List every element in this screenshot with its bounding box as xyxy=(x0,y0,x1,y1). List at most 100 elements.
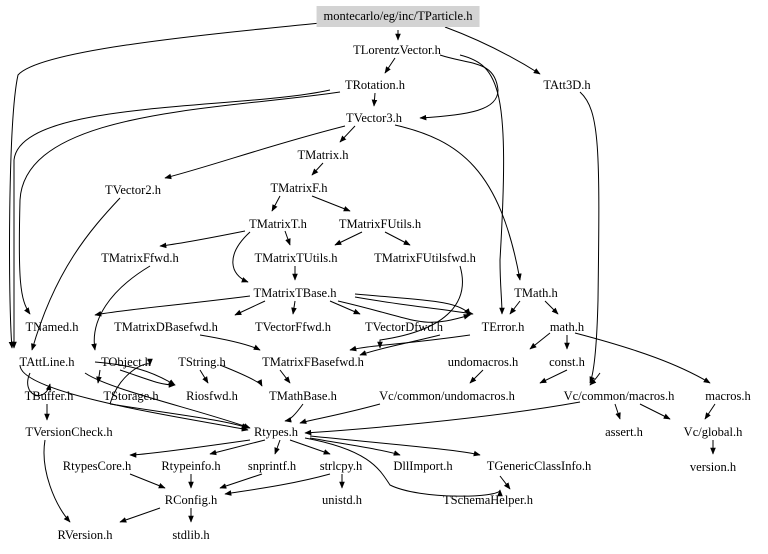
dependency-edge xyxy=(27,372,52,396)
dependency-edge xyxy=(579,91,600,384)
dependency-edge xyxy=(94,361,176,386)
node-tmatrixdbasefwd[interactable]: TMatrixDBasefwd.h xyxy=(114,320,218,334)
node-tvector2[interactable]: TVector2.h xyxy=(105,183,161,197)
node-tvectordfwd[interactable]: TVectorDfwd.h xyxy=(364,320,444,334)
node-rtypes[interactable]: Rtypes.h xyxy=(253,425,299,439)
node-tgenericclassinfo[interactable]: TGenericClassInfo.h xyxy=(486,459,592,473)
dependency-edge xyxy=(274,439,281,455)
dependency-edge xyxy=(574,332,711,384)
dependency-edge xyxy=(459,54,505,315)
node-rtypescore[interactable]: RtypesCore.h xyxy=(62,459,132,473)
node-tmatrix[interactable]: TMatrix.h xyxy=(297,148,349,162)
node-tmatrixffwd[interactable]: TMatrixFfwd.h xyxy=(101,251,179,265)
dependency-edge xyxy=(129,473,166,489)
node-rconfig[interactable]: RConfig.h xyxy=(164,493,218,507)
dependency-edge xyxy=(339,125,356,143)
dependency-edge xyxy=(544,300,559,315)
dependency-edge xyxy=(529,332,551,350)
node-rtypeinfo[interactable]: Rtypeinfo.h xyxy=(161,459,221,473)
node-tstorage[interactable]: TStorage.h xyxy=(103,389,159,403)
dependency-edge xyxy=(84,372,251,429)
node-stdlib[interactable]: stdlib.h xyxy=(172,528,210,542)
dependency-edge xyxy=(284,230,291,246)
node-assert[interactable]: assert.h xyxy=(605,425,643,439)
node-snprintf[interactable]: snprintf.h xyxy=(247,459,297,473)
dependency-edge xyxy=(43,439,71,523)
dependency-edge xyxy=(299,403,381,424)
node-root-tparticle[interactable]: montecarlo/eg/inc/TParticle.h xyxy=(316,6,480,27)
node-strlcpy[interactable]: strlcpy.h xyxy=(319,459,363,473)
node-undomacros[interactable]: undomacros.h xyxy=(447,355,519,369)
dependency-edge xyxy=(304,437,503,497)
node-riosfwd[interactable]: Riosfwd.h xyxy=(186,389,238,403)
node-vc-global[interactable]: Vc/global.h xyxy=(683,425,743,439)
dependency-edge xyxy=(284,403,304,423)
dependency-edge xyxy=(444,26,541,75)
node-tmatrixt[interactable]: TMatrixT.h xyxy=(249,217,307,231)
dependency-edge xyxy=(199,369,209,384)
dependency-edge xyxy=(289,439,331,455)
node-tnamed[interactable]: TNamed.h xyxy=(25,320,79,334)
dependency-edge xyxy=(232,231,251,283)
dependency-edge xyxy=(199,334,261,351)
node-tschemahelper[interactable]: TSchemaHelper.h xyxy=(443,493,533,507)
node-vc-common-undomacros[interactable]: Vc/common/undomacros.h xyxy=(379,389,515,403)
dependency-edge xyxy=(129,439,251,458)
node-vc-common-macros[interactable]: Vc/common/macros.h xyxy=(563,389,675,403)
node-tversioncheck[interactable]: TVersionCheck.h xyxy=(25,425,113,439)
dependency-edge xyxy=(589,372,601,386)
node-tmatrixtutils[interactable]: TMatrixTUtils.h xyxy=(254,251,338,265)
node-tbuffer[interactable]: TBuffer.h xyxy=(24,389,74,403)
node-trotation[interactable]: TRotation.h xyxy=(344,78,406,92)
dependency-edge xyxy=(539,369,568,384)
dependency-edge xyxy=(91,265,151,351)
node-tmatrixtbase[interactable]: TMatrixTBase.h xyxy=(253,286,337,300)
dependency-edge xyxy=(119,507,161,523)
dependency-edge xyxy=(349,334,471,352)
dependency-edge xyxy=(159,230,246,249)
node-tobject[interactable]: TObject.h xyxy=(100,355,152,369)
node-const[interactable]: const.h xyxy=(549,355,585,369)
dependency-edge xyxy=(219,364,263,387)
dependency-edge xyxy=(234,300,266,316)
node-tmatrixfutils[interactable]: TMatrixFUtils.h xyxy=(338,217,422,231)
dependency-edge xyxy=(219,473,263,489)
node-tstring[interactable]: TString.h xyxy=(178,355,226,369)
node-tmatrixfbasefwd[interactable]: TMatrixFBasefwd.h xyxy=(262,355,364,369)
dependency-edge xyxy=(354,293,471,316)
dependency-edge xyxy=(377,265,463,349)
node-dllimport[interactable]: DllImport.h xyxy=(393,459,453,473)
node-tatt3d[interactable]: TAtt3D.h xyxy=(543,78,591,92)
node-version[interactable]: version.h xyxy=(689,460,737,474)
node-tvectorffwd[interactable]: TVectorFfwd.h xyxy=(254,320,332,334)
dependency-edge xyxy=(704,403,716,420)
node-tmatrixf[interactable]: TMatrixF.h xyxy=(270,181,328,195)
dependency-edge xyxy=(639,403,671,420)
dependency-edge xyxy=(359,334,441,356)
dependency-edge xyxy=(279,369,291,384)
dependency-edge xyxy=(384,57,396,74)
node-tmatrixfutilsfwd[interactable]: TMatrixFUtilsfwd.h xyxy=(374,251,476,265)
dependency-edge xyxy=(334,231,363,246)
node-rversion[interactable]: RVersion.h xyxy=(57,528,113,542)
node-unistd[interactable]: unistd.h xyxy=(322,493,362,507)
node-tmathbase[interactable]: TMathBase.h xyxy=(269,389,337,403)
dependency-edge xyxy=(499,475,511,490)
dependency-edge xyxy=(311,162,324,176)
node-tmath[interactable]: TMath.h xyxy=(514,286,558,300)
node-tvector3[interactable]: TVector3.h xyxy=(346,111,402,125)
dependency-edge xyxy=(371,92,378,107)
dependency-edge xyxy=(309,435,481,457)
dependency-edge xyxy=(96,369,102,384)
dependency-edge xyxy=(614,403,621,420)
node-tattline[interactable]: TAttLine.h xyxy=(19,355,75,369)
dependency-edge xyxy=(209,439,266,456)
dependency-edge xyxy=(291,300,297,315)
node-tlorentzvector[interactable]: TLorentzVector.h xyxy=(353,43,441,57)
node-macros[interactable]: macros.h xyxy=(705,389,751,403)
node-math[interactable]: math.h xyxy=(549,320,585,334)
node-terror[interactable]: TError.h xyxy=(481,320,525,334)
dependency-edge xyxy=(509,300,521,315)
dependency-edge xyxy=(394,124,522,281)
